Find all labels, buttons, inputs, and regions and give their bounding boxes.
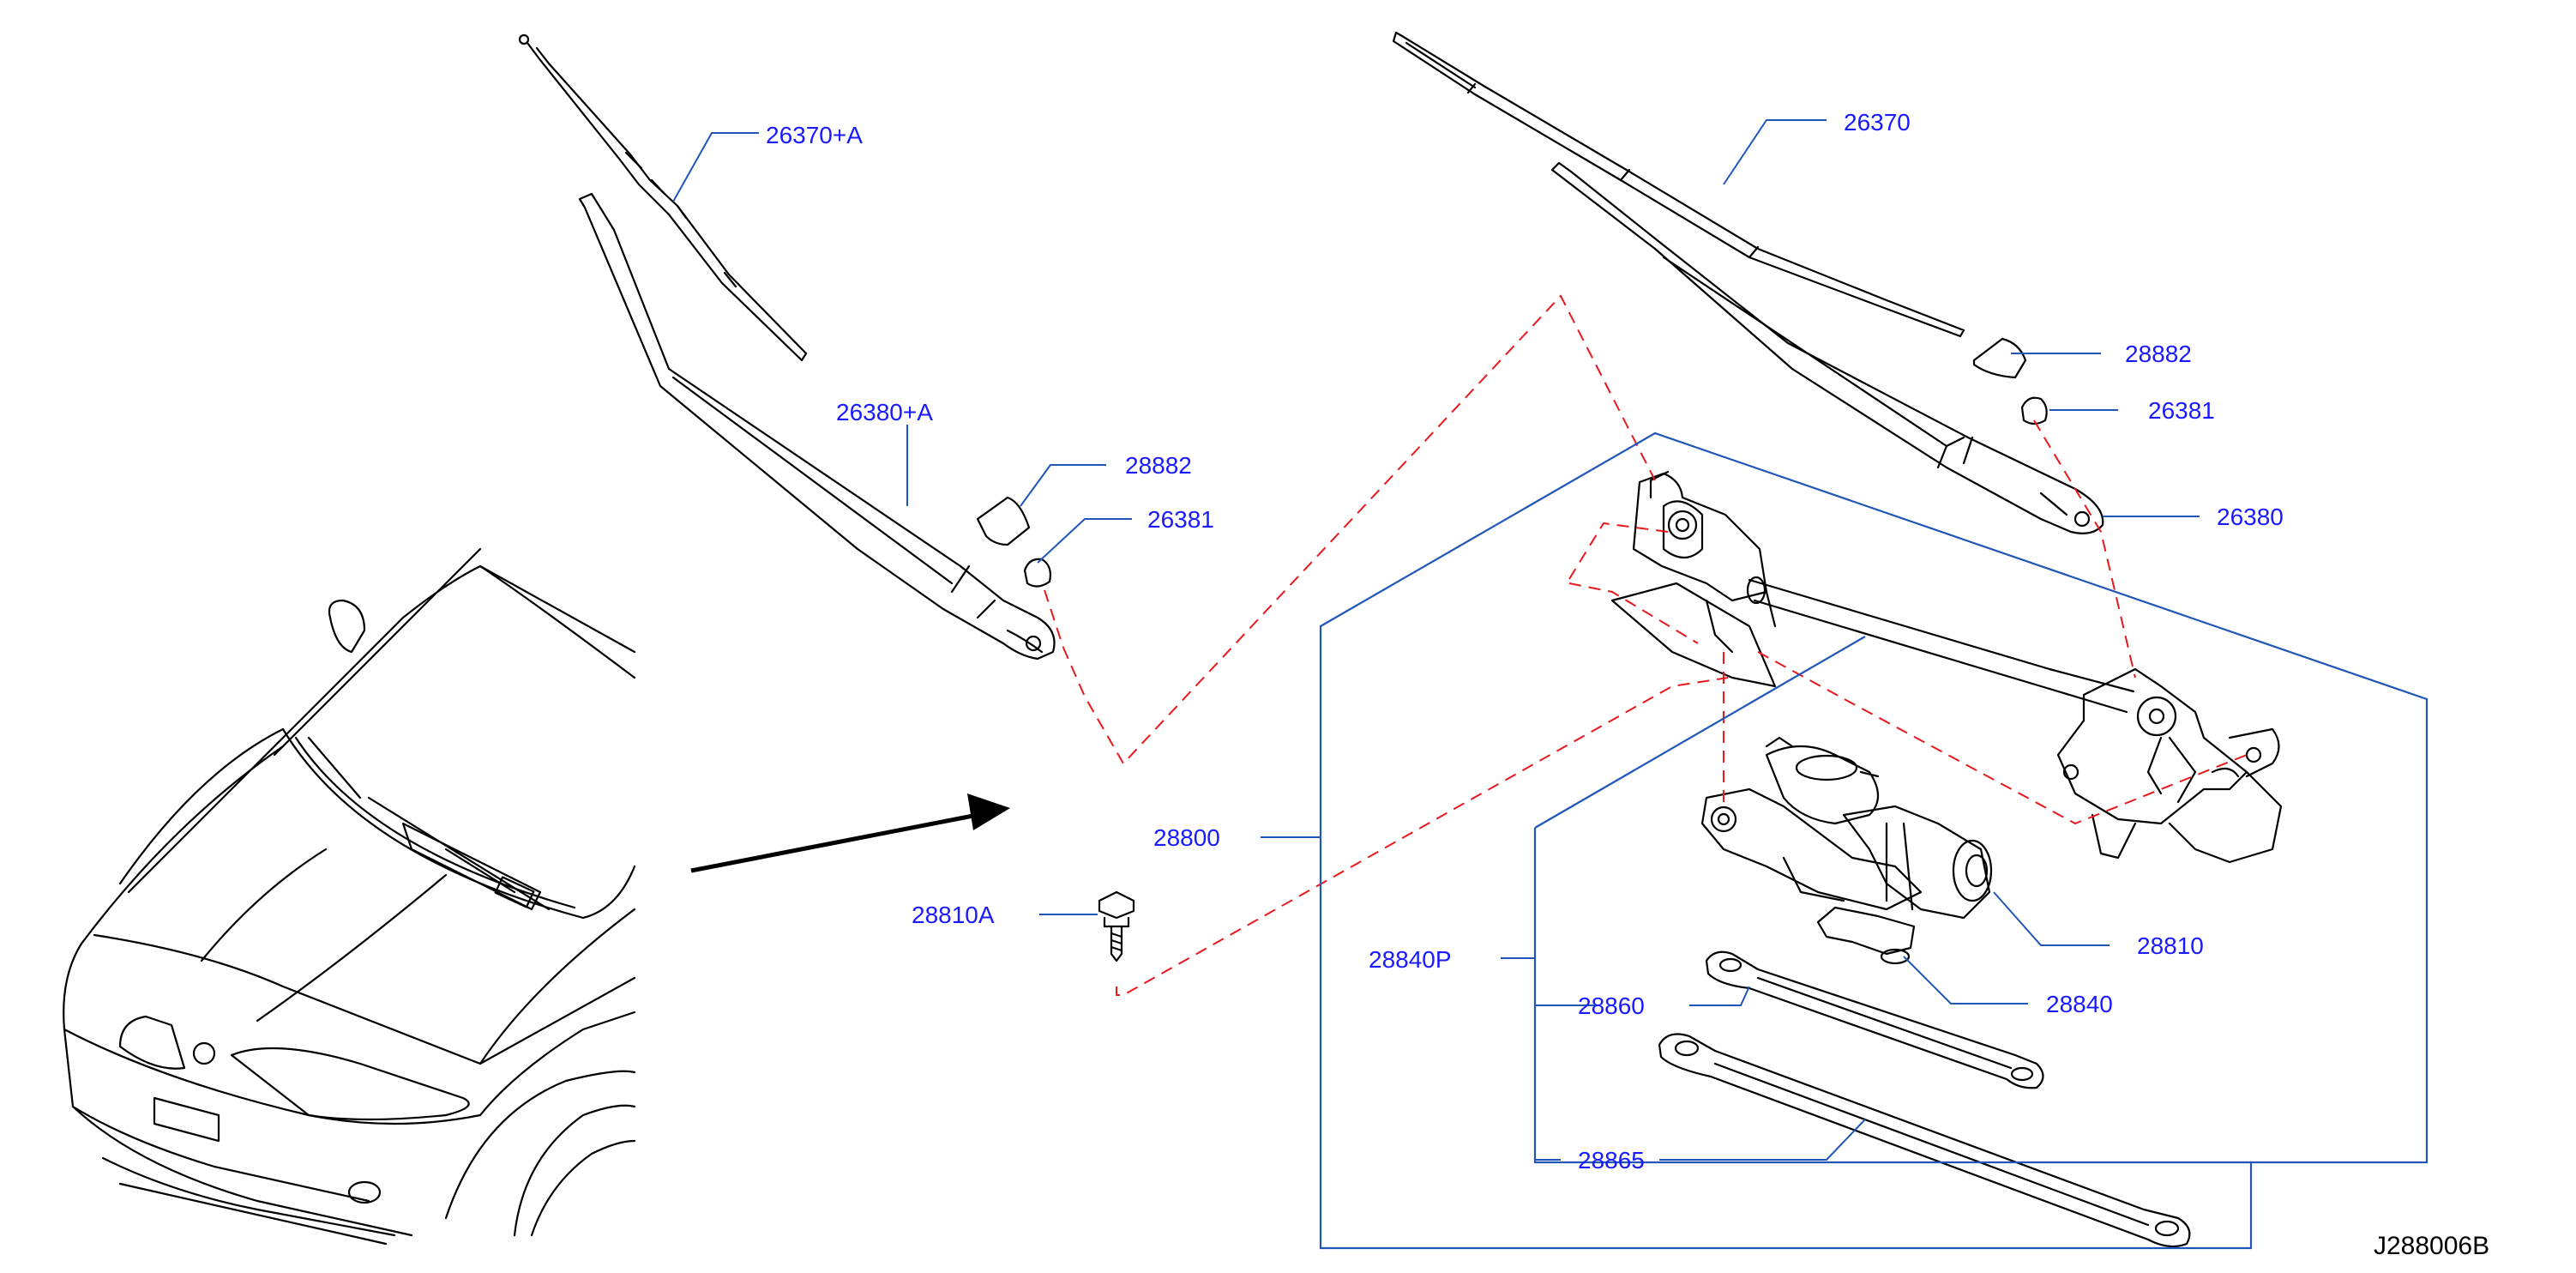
- right-wiper-blade-26370: [1392, 31, 1965, 338]
- motor-bracket-28840: [1816, 906, 1916, 965]
- wiper-motor-28810: [1700, 736, 1993, 920]
- link-rod-28865: [1658, 1033, 2191, 1248]
- callout-28865: 28865: [1578, 1147, 1645, 1173]
- callout-28810: 28810: [2137, 932, 2204, 959]
- assembly-frame-28800: [1319, 431, 2429, 1250]
- left-wiper-arm-26380a: [578, 192, 1056, 661]
- callout-26380: 26380: [2217, 504, 2284, 530]
- right-wiper-arm-26380: [1550, 161, 2104, 534]
- callout-28882-left: 28882: [1125, 452, 1192, 479]
- callout-28840p: 28840P: [1369, 946, 1452, 973]
- callout-28810a: 28810A: [912, 902, 995, 928]
- callout-28800: 28800: [1153, 824, 1220, 851]
- wiper-linkage-28800: [1610, 470, 2283, 864]
- vehicle-illustration: [63, 547, 636, 1246]
- callout-28882-right: 28882: [2125, 341, 2192, 367]
- leader-lines: [672, 119, 2200, 1161]
- right-pivot-cap-28882: [1972, 337, 2027, 379]
- kit-frame-28840p: [1533, 636, 2251, 1164]
- assembly-guide-lines: [1044, 294, 2248, 996]
- callout-28840: 28840: [2046, 991, 2113, 1017]
- left-pivot-cap-28882: [976, 496, 1031, 546]
- callout-26381-right: 26381: [2148, 397, 2215, 424]
- callout-26380a: 26380+A: [836, 399, 933, 425]
- callout-26370: 26370: [1844, 109, 1911, 136]
- callout-26381-left: 26381: [1147, 506, 1214, 533]
- drawing-code: J288006B: [2374, 1232, 2489, 1260]
- bolt-28810a: [1098, 890, 1135, 962]
- callout-28860: 28860: [1578, 992, 1645, 1019]
- direction-arrow: [690, 793, 1010, 873]
- callout-26370a: 26370+A: [766, 122, 863, 148]
- link-rod-28860: [1705, 950, 2044, 1089]
- right-nut-26381: [2020, 396, 2048, 425]
- left-wiper-blade-26370a: [518, 33, 808, 362]
- left-nut-26381: [1023, 558, 1052, 588]
